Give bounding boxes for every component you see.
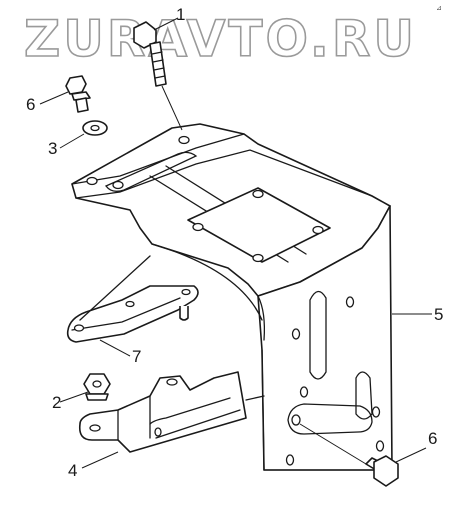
callout-1: 1 [176, 5, 185, 24]
washer [82, 120, 108, 136]
flange-bolt-top [65, 75, 91, 113]
flange-bolt-bottom [299, 423, 399, 487]
watermark-text: ZURAVTO.RU [24, 10, 417, 68]
corner-mark: ⊿ [436, 4, 442, 12]
leader-lines [39, 17, 432, 469]
main-bracket [71, 123, 393, 471]
callout-4: 4 [68, 461, 77, 480]
callout-3: 3 [48, 139, 57, 158]
long-bolt [133, 21, 183, 131]
callout-6-bottom: 6 [428, 429, 437, 448]
main-bracket-holes [86, 135, 385, 466]
lower-bracket [78, 371, 265, 453]
callout-6-top: 6 [26, 95, 35, 114]
callout-7: 7 [132, 347, 141, 366]
callout-5: 5 [434, 305, 443, 324]
stud-plate [66, 255, 199, 343]
flange-nut [83, 373, 111, 401]
callout-2: 2 [52, 393, 61, 412]
